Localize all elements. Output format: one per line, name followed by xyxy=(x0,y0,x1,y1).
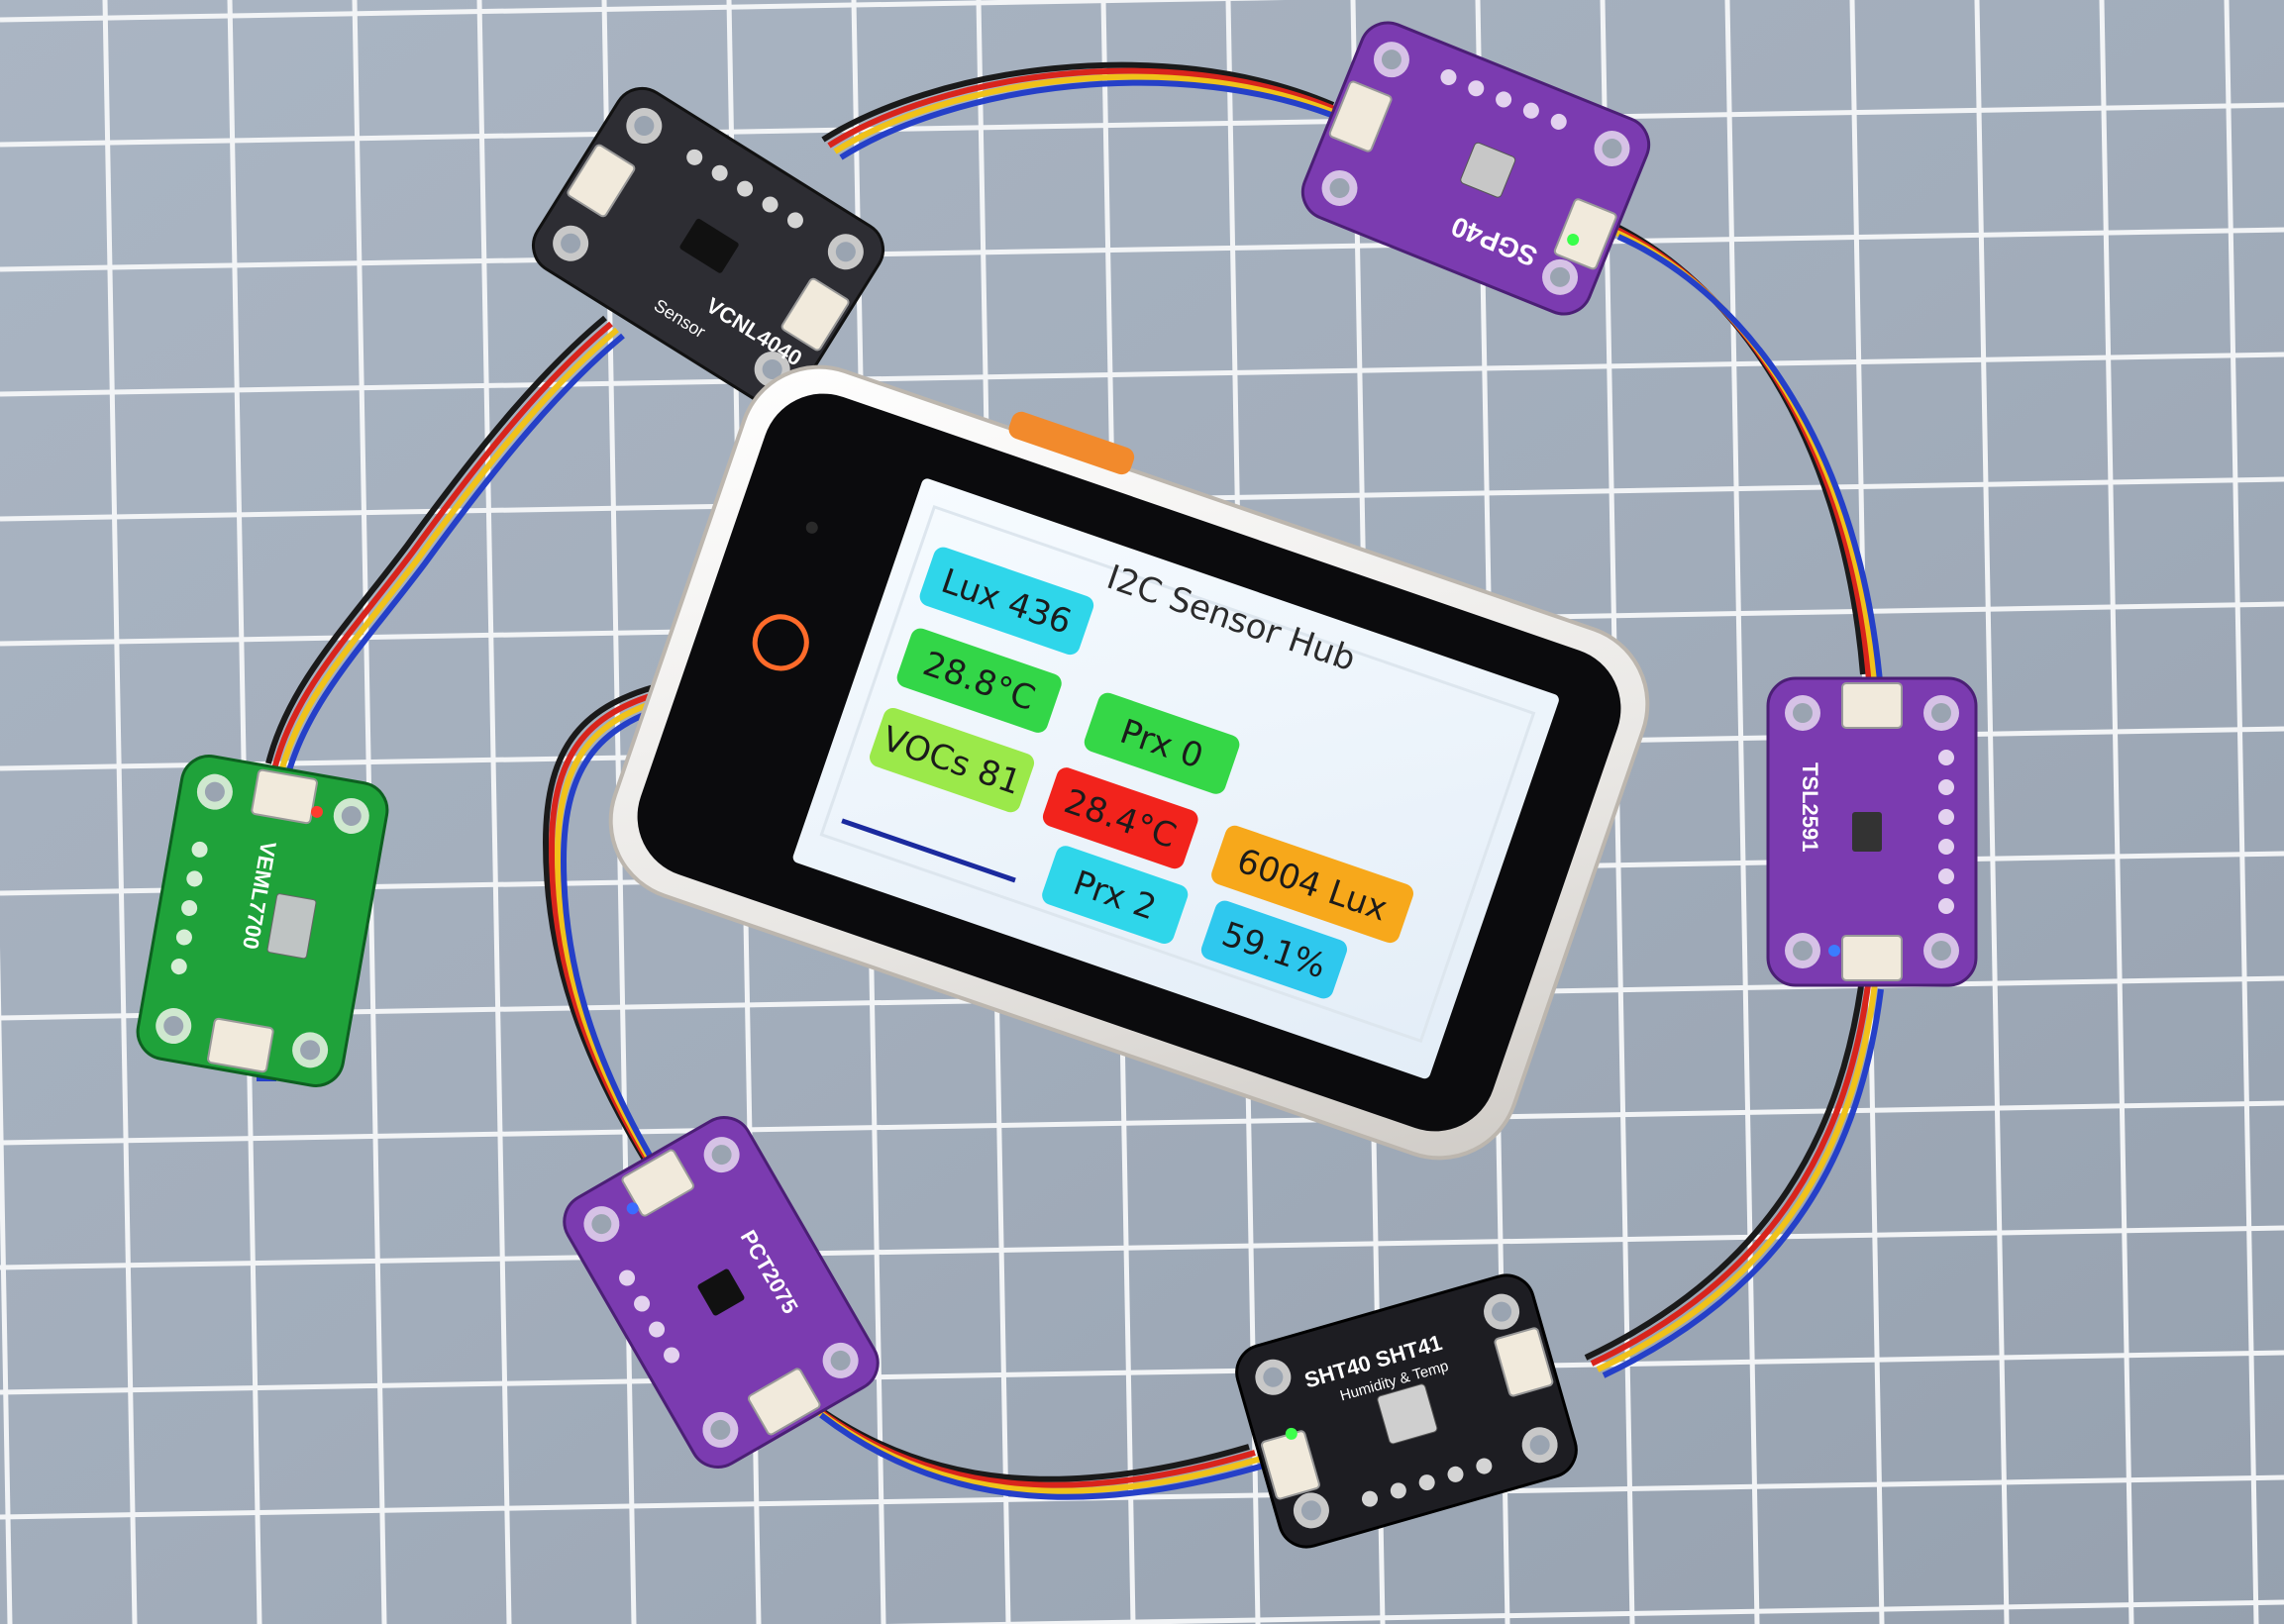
cable-strand xyxy=(548,687,672,1167)
sgp40-board: SGP40 xyxy=(1300,21,1651,316)
cable-strand xyxy=(271,321,613,770)
cable-strand xyxy=(277,327,619,776)
stemma-qt-cables xyxy=(239,61,1884,1500)
grid-line xyxy=(1724,0,1760,1624)
tile-lux2 xyxy=(1211,825,1413,944)
cable-strand xyxy=(542,681,666,1162)
tile-temp1 xyxy=(896,628,1062,733)
grid-line xyxy=(884,1599,2284,1624)
grid-line xyxy=(0,0,1286,23)
grid-line xyxy=(0,1100,2284,1146)
tsl2591-label: TSL2591 xyxy=(1798,762,1822,853)
cable-strand xyxy=(827,67,1341,149)
cable-strand xyxy=(839,79,1353,160)
tile-lux xyxy=(919,547,1094,656)
cable-strand xyxy=(554,693,677,1173)
grid-line xyxy=(476,0,512,1624)
tile-vocs xyxy=(870,707,1035,813)
cable-strand xyxy=(833,73,1347,154)
cable-strand xyxy=(819,1412,1268,1500)
vcnl4040-board: VCNL4040 Sensor xyxy=(531,86,885,409)
grid-line xyxy=(1974,0,2010,1624)
cable-strand xyxy=(560,699,683,1179)
pct2075-board: PCT2075 xyxy=(563,1116,880,1469)
grid-line xyxy=(0,1474,2284,1520)
grid-line xyxy=(0,1350,2284,1395)
tsl2591-board: TSL2591 xyxy=(1766,676,1978,987)
tile-prx2 xyxy=(1042,846,1189,945)
grid-line xyxy=(0,352,2284,397)
grid-line xyxy=(0,1225,2284,1270)
cable-strand xyxy=(1616,234,1884,693)
grid-line xyxy=(0,947,13,1624)
sht4x-board: SHT40 SHT41 Humidity & Temp xyxy=(1235,1273,1578,1549)
grid-line xyxy=(0,102,2284,148)
cable-strand xyxy=(265,315,607,764)
veml7700-board: VEML7700 xyxy=(136,755,389,1087)
progress-line xyxy=(841,818,1016,883)
cable-strand xyxy=(1590,976,1872,1367)
grid-line xyxy=(102,0,138,1624)
cable-strand xyxy=(1584,970,1866,1361)
tile-hum xyxy=(1200,900,1348,999)
cable-strand xyxy=(1596,982,1878,1372)
grid-line xyxy=(0,227,2284,272)
cable-strand xyxy=(821,61,1335,143)
tile-temp2 xyxy=(1042,767,1198,869)
tile-prx0 xyxy=(1084,692,1240,794)
cable-strand xyxy=(283,333,625,782)
cable-strand xyxy=(1602,988,1884,1378)
